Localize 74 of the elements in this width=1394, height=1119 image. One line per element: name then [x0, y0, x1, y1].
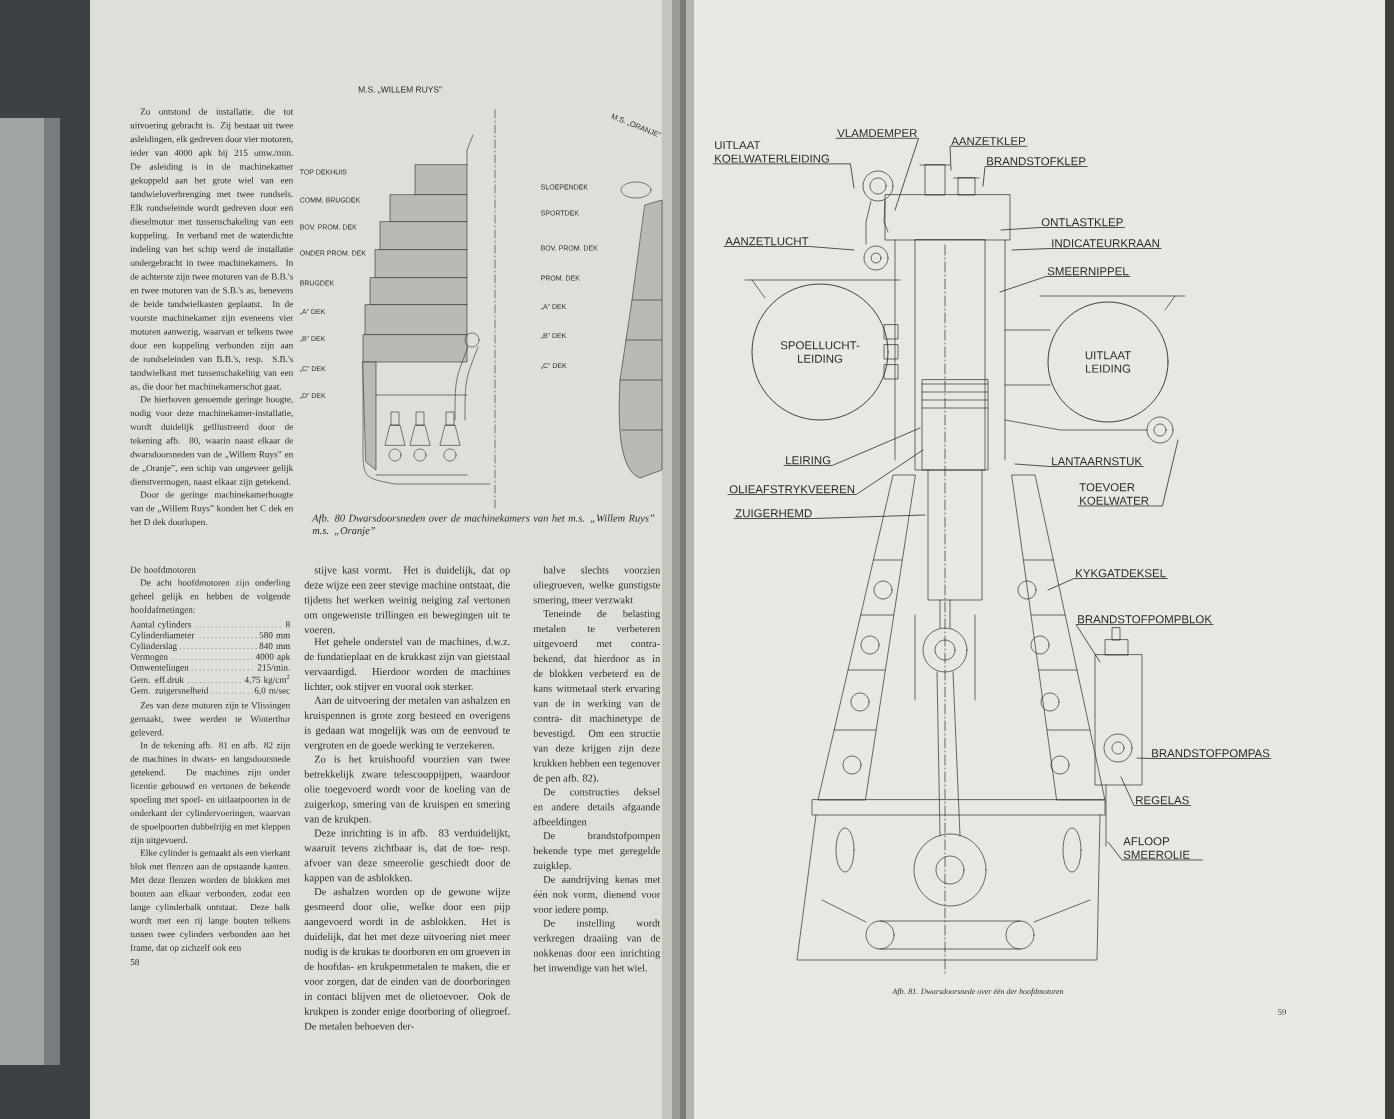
leader-line — [1011, 248, 1162, 251]
body-text: Door de geringe machinekamerhoogte van de „Willem Ruys” konden het C dek en het D dek doorlopen. — [130, 491, 294, 527]
part-label: INDICATEURKRAAN — [1052, 239, 1159, 248]
part-label: LEIRING — [786, 456, 831, 465]
running-header: M.S. „WILLEM RUYS” — [358, 86, 442, 94]
leader-line — [1077, 439, 1179, 507]
leader-line — [1014, 463, 1144, 467]
part-label: TOEVOER KOELWATER — [1079, 483, 1149, 505]
table-cell: 6,0 m/sec — [254, 687, 290, 695]
leader-line — [1136, 757, 1272, 759]
leader-line — [999, 276, 1131, 293]
body-text: Zo is het kruishoofd voorzien van twee betrekkelijk zware telescooppijpen, waardoor olie toegevoerd wordt voor de koeling van de zuigerkop, smering van de kruispen en smering van de krukpen. — [304, 755, 511, 825]
section-heading: De hoofdmotoren — [130, 566, 196, 573]
figure-caption: Afb. 80 Dwarsdoorsneden over de machinekamers van het m.s. „Willem Ruys” m.s. „Oranje” — [311, 514, 655, 537]
table-cell: 4,75 kg/cm$^{2}$ — [244, 674, 290, 685]
body-text: In de tekening afb. 81 en afb. 82 zijn de machines in dwars- en langsdoorsnede getekend. De machines zijn onder licentie gebouwd en vertonen de bekende spoeling met spoel- en uitlaatpoorten in de onderkant der cylindervoeringen, waarvan de spoelpoorten dubbelrijig en met kleppen zijn uitgevoerd. — [130, 741, 291, 846]
leader-line — [835, 137, 920, 211]
page-number: 59 — [1278, 1009, 1286, 1015]
page-number: 58 — [130, 959, 139, 966]
part-label: AANZETLUCHT — [725, 237, 809, 246]
body-text: Elke cylinder is gemaakt als een vierkant blok met flenzen aan de opstaande kanten. Met deze flenzen worden de blokken met bouten aan elkaar verbonden, zodat een lange cylinderbalk ontstaat. Deze balk wordt met een rij lange bouten telkens tussen twee cylinders verbonden aan het frame, dat op zichzelf ook een — [130, 849, 291, 953]
body-text: De instelling wordt verkregen draaiing van de nokkenas door een inrichting het inwendige van het wiel. — [533, 919, 661, 974]
part-label: KYKGATDEKSEL — [1076, 569, 1166, 578]
part-label: REGELAS — [1136, 796, 1189, 805]
body-text: De hierboven genoemde geringe hoogte, nodig voor deze machinekamer-installatie, wordt duidelijk geïllustreerd door de tekening afb. 80, waarin naast elkaar de dwarsdoorsneden van de „Willem Ruys” en de „Oranje”, een schip van ongeveer gelijk dienstvermogen, naast elkaar zijn getekend. — [130, 395, 294, 487]
body-text: Zo ontstond de installatie, die tot uitvoering gebracht is. Zij bestaat uit twee asleidingen, elk gedreven door vier motoren, ieder van 4000 apk bij 215 omw./min. De asleiding is in de machinekamer gekoppeld aan het grote wiel van een tandwieloverbrenging met twee rondsels. Elk rondseleinde wordt gedreven door een dieselmotor met tussenschakeling van een koppeling. In verband met de waterdichte indeling van het schip werd de installatie ondergebracht in twee machinekamers. In de achterste zijn twee motoren van de B.B.'s en twee motoren van de S.B.'s as, benevens de beide tandwielkasten geplaatst. In de voorste machinekamer zijn eveneens vier motoren aanwezig, waarvan er telkens twee door een koppeling verbonden zijn aan de rondseleinden van B.B.'s, resp. S.B.'s tandwielkast met tussenschakeling van een as, die door het machinekamerschot gaat. — [130, 108, 294, 392]
body-text: De aandrijving kenas met één nok vorm, dienend voor voor iedere pomp. — [533, 875, 661, 915]
part-label: AFLOOP SMEEROLIE — [1123, 837, 1190, 859]
body-text: De ashalzen worden op de gewone wijze gesmeerd door olie, welke door een pijp aangevoerd wordt in de asblokken. Het is duidelijk, dat het met deze uitvoering niet meer nodig is de krukas te doorboren en om groeven in de hoofdas- en krukpenmetalen te maken, die er voor zorgen, dat de einden van de doorboringen in contact blijven met de olietoevoer. Ook de krukpen is zonder enige doorboring of oliegroef. De metalen behoeven der- — [304, 887, 511, 1030]
body-text: De brandstofpompen bekende type met geregelde zuigklep. — [533, 831, 661, 872]
body-text: Aan de uitvoering der metalen van ashalzen en kruispennen is grote zorg besteed en overigens is gedaan wat mogelijk was om de eenvoud te vergroten en de goede werking te verzekeren. — [304, 696, 511, 751]
part-label: ONTLASTKLEP — [1041, 218, 1123, 227]
body-text: halve slechts voorzien oliegroeven, welke gunstigste smering, meer verzwakt — [533, 566, 661, 606]
leader-line — [733, 514, 926, 519]
table-cell: Aantal cylinders — [130, 621, 191, 630]
leader-line — [949, 145, 1028, 171]
leader-line — [783, 427, 921, 466]
body-text: Teneinde de belasting metalen te verbeteren uitgevoerd met contra- bekend, dat hierdoor as in de blokken verbeterd en de kans witmetaal sterk ervaring van de in werking van de contra- dit machinetype de bevestigd. Om een structie van deze krijgen zijn deze krukken hebben een tegenover de pen afb. 82). — [533, 609, 661, 784]
part-label: VLAMDEMPER — [837, 129, 917, 138]
leader-line — [723, 246, 855, 251]
leader-line — [727, 449, 924, 495]
part-label: UITLAAT KOELWATERLEIDING — [715, 141, 829, 163]
table-cell: 580 mm — [259, 632, 291, 639]
part-label: BRANDSTOFPOMPBLOK — [1078, 615, 1212, 624]
body-text: De acht hoofdmotoren zijn onderling geheel gelijk en hebben de volgende hoofdafmetingen: — [130, 579, 291, 615]
body-text: De constructies deksel en andere details afgaande afbeeldingen — [533, 788, 660, 828]
leader-line — [1120, 776, 1191, 806]
body-text: Deze inrichting is in afb. 83 verduidelijkt, waaruit tevens zichtbaar is, dat de toe- resp. afvoer van deze smeerolie geschiedt door de kappen van de asblokken. — [304, 829, 510, 884]
part-label: BRANDSTOFPOMPAS — [1152, 749, 1270, 758]
body-text: Het gehele onderstel van de machines, d.w.z. de fundatieplaat en de krukkast zijn van gietstaal vervaardigd. Hierdoor worden de machines lichter, ook stijver en vooral ook sterker. — [304, 637, 510, 693]
table-cell: Vermogen — [130, 653, 168, 662]
leader-line — [1107, 841, 1203, 861]
leader-line — [1075, 624, 1214, 663]
part-label: OLIEAFSTRYKVEEREN — [729, 485, 855, 494]
body-text: Zes van deze motoren zijn te Vlissingen gemaakt, twee werden te Winterthur geleverd. — [130, 701, 291, 738]
part-label: LANTAARNSTUK — [1052, 457, 1142, 466]
table-cell: Gem. eff.druk — [130, 676, 184, 683]
table-cell: 8 — [285, 621, 290, 628]
table-cell: Omwentelingen — [130, 664, 189, 673]
table-cell: 215/min. — [257, 664, 290, 671]
table-cell: 4000 apk — [255, 653, 291, 662]
part-label: BRANDSTOFKLEP — [987, 157, 1086, 166]
table-cell: Gem. zuigersnelheid — [130, 687, 209, 696]
table-cell: Cylinderdiameter — [130, 631, 195, 641]
leader-line — [982, 166, 1088, 187]
part-label: ZUIGERHEMD — [735, 509, 812, 518]
table-cell: Cylinderslag — [130, 642, 177, 651]
leader-line — [712, 163, 855, 189]
table-cell: 840 mm — [259, 642, 291, 649]
leader-line — [1047, 578, 1168, 591]
part-label: AANZETKLEP — [951, 137, 1026, 146]
leader-line — [1000, 227, 1125, 231]
part-label: SMEERNIPPEL — [1047, 267, 1129, 276]
body-text: stijve kast vormt. Het is duidelijk, dat op deze wijze een zeer stevige machine ontstaat, die tijdens het werken weinig neiging zal vertonen om ongewenste trillingen en bewegingen uit te voeren. — [304, 566, 511, 634]
